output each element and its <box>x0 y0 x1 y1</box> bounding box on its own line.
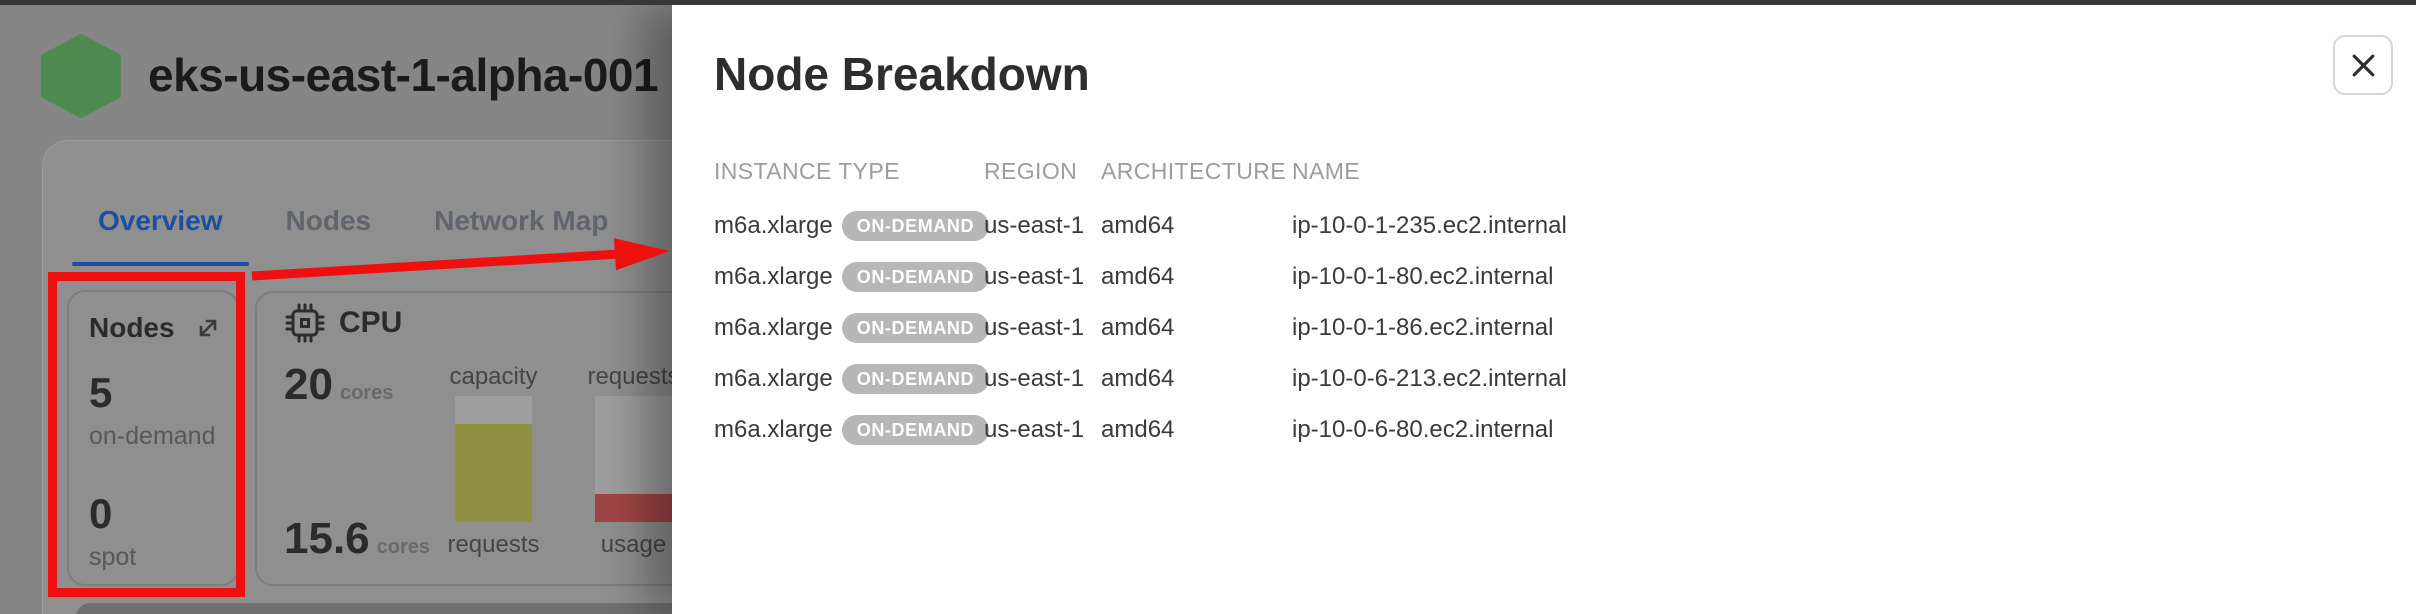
cell-architecture: amd64 <box>1101 364 1175 392</box>
lifecycle-badge: ON-DEMAND <box>841 414 990 445</box>
instance-type: m6a.xlarge <box>714 415 833 443</box>
cell-name: ip-10-0-1-80.ec2.internal <box>1292 262 1554 290</box>
cpu-capacity-unit: cores <box>339 382 394 404</box>
cell-name: ip-10-0-6-80.ec2.internal <box>1292 415 1554 443</box>
on-demand-count: 5 <box>89 369 113 416</box>
tab-nodes[interactable]: Nodes <box>285 205 372 236</box>
instance-type: m6a.xlarge <box>714 262 833 290</box>
column-header-region: REGION <box>984 158 1078 184</box>
cluster-hexagon-icon <box>39 34 123 118</box>
tab-network-map[interactable]: Network Map <box>434 205 609 236</box>
tab-overview[interactable]: Overview <box>72 204 249 266</box>
cell-instance-type: m6a.xlarge ON-DEMAND <box>714 261 990 292</box>
bar-top-label: capacity <box>449 363 538 390</box>
spot-label: spot <box>89 543 137 571</box>
bar-column-usage: requests usage <box>587 363 679 559</box>
column-header-instance-type: INSTANCE TYPE <box>714 158 900 184</box>
node-breakdown-modal: Node Breakdown INSTANCE TYPE REGION ARCHIT… <box>672 5 2416 614</box>
nodes-card[interactable]: Nodes 5 on-demand 0 spot <box>67 290 239 586</box>
cell-region: us-east-1 <box>984 211 1085 239</box>
cpu-bar-chart: capacity requests requests usage <box>447 363 679 559</box>
annotation-arrow <box>250 226 674 290</box>
lifecycle-badge: ON-DEMAND <box>841 261 990 292</box>
close-icon <box>2350 52 2377 79</box>
cell-instance-type: m6a.xlarge ON-DEMAND <box>714 414 990 445</box>
annotation-highlight-rect <box>48 272 245 597</box>
cpu-card-title: CPU <box>339 306 403 339</box>
column-header-architecture: ARCHITECTURE <box>1101 158 1286 184</box>
cpu-capacity-metric: 20 cores <box>284 363 393 407</box>
cell-instance-type: m6a.xlarge ON-DEMAND <box>714 363 990 394</box>
cell-architecture: amd64 <box>1101 211 1175 239</box>
cpu-requests-unit: cores <box>376 536 431 558</box>
bottom-section-edge <box>76 603 936 614</box>
bar-fill-usage <box>595 494 672 522</box>
lifecycle-badge: ON-DEMAND <box>841 363 990 394</box>
cell-name: ip-10-0-1-86.ec2.internal <box>1292 313 1554 341</box>
on-demand-label: on-demand <box>89 422 216 450</box>
bar-fill-requests <box>455 423 532 522</box>
instance-type: m6a.xlarge <box>714 364 833 392</box>
cell-architecture: amd64 <box>1101 262 1175 290</box>
cell-name: ip-10-0-6-213.ec2.internal <box>1292 364 1567 392</box>
instance-type: m6a.xlarge <box>714 211 833 239</box>
bar-track <box>595 396 672 522</box>
cpu-requests-value: 15.6 <box>284 514 370 563</box>
cpu-chip-icon <box>285 303 325 343</box>
bar-track <box>455 396 532 522</box>
bar-bottom-label: usage <box>600 531 667 558</box>
expand-icon[interactable] <box>195 315 221 341</box>
bar-top-label: requests <box>587 363 680 390</box>
cell-instance-type: m6a.xlarge ON-DEMAND <box>714 312 990 343</box>
instance-type: m6a.xlarge <box>714 313 833 341</box>
cell-architecture: amd64 <box>1101 415 1175 443</box>
cell-architecture: amd64 <box>1101 313 1175 341</box>
modal-title: Node Breakdown <box>714 48 1090 100</box>
cell-region: us-east-1 <box>984 262 1085 290</box>
bar-column-requests: capacity requests <box>447 363 539 559</box>
cluster-title: eks-us-east-1-alpha-001 <box>148 49 659 101</box>
bar-bottom-label: requests <box>447 531 540 558</box>
cell-name: ip-10-0-1-235.ec2.internal <box>1292 211 1567 239</box>
lifecycle-badge: ON-DEMAND <box>841 312 990 343</box>
cell-region: us-east-1 <box>984 415 1085 443</box>
top-chrome-bar <box>0 0 2416 5</box>
nodes-card-title: Nodes <box>89 312 175 343</box>
close-button[interactable] <box>2333 35 2393 95</box>
cell-region: us-east-1 <box>984 364 1085 392</box>
cpu-requests-metric: 15.6 cores <box>284 517 430 561</box>
cell-region: us-east-1 <box>984 313 1085 341</box>
cell-instance-type: m6a.xlarge ON-DEMAND <box>714 210 990 241</box>
column-header-name: NAME <box>1292 158 1361 184</box>
spot-count: 0 <box>89 490 113 537</box>
active-tab-underline <box>72 262 249 266</box>
cpu-capacity-value: 20 <box>284 360 333 409</box>
lifecycle-badge: ON-DEMAND <box>841 210 990 241</box>
